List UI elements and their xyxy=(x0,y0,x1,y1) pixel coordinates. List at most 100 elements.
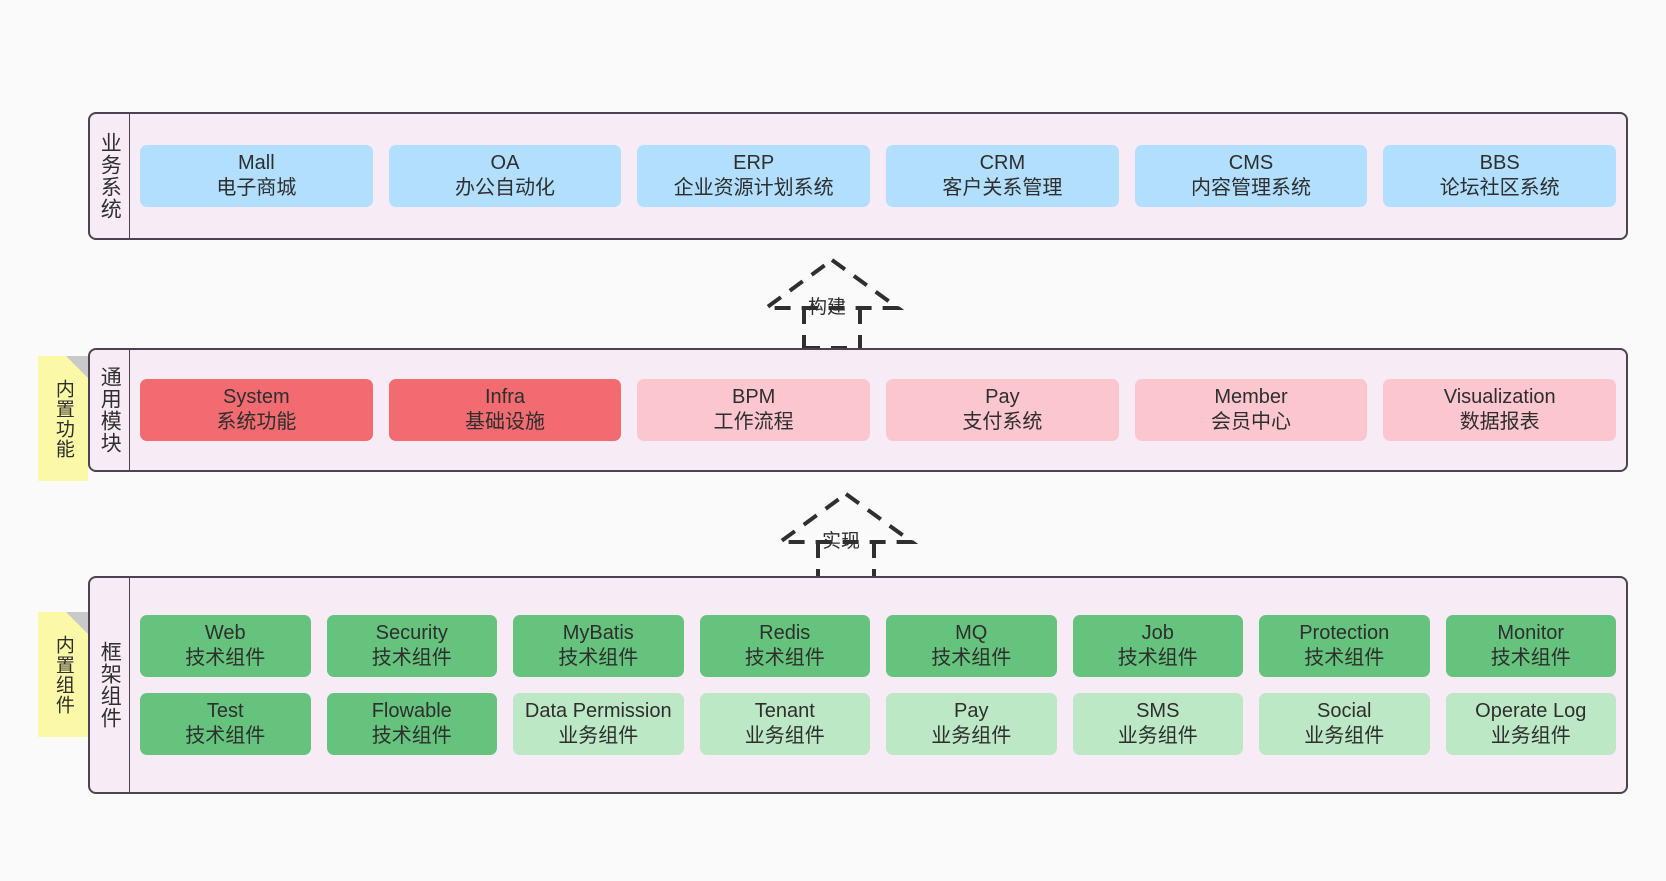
node-label-cn: 技术组件 xyxy=(931,647,1012,670)
node-pay-component[interactable]: Pay 业务组件 xyxy=(886,693,1057,755)
node-label-en: Pay xyxy=(985,386,1020,409)
layer-common-modules: 通用模块 System 系统功能 Infra 基础设施 BPM 工作流程 Pay… xyxy=(88,348,1628,472)
node-label-en: Infra xyxy=(484,386,526,409)
layer-row: System 系统功能 Infra 基础设施 BPM 工作流程 Pay 支付系统… xyxy=(140,379,1617,441)
node-operate-log[interactable]: Operate Log 业务组件 xyxy=(1445,693,1616,755)
layer-business-systems: 业务系统 Mall 电子商城 OA 办公自动化 ERP 企业资源计划系统 CRM… xyxy=(88,112,1628,240)
node-label-en: ERP xyxy=(733,152,775,175)
node-label-en: System xyxy=(222,386,290,409)
node-bpm[interactable]: BPM 工作流程 xyxy=(637,379,871,441)
connector-build-label: 构建 xyxy=(808,297,847,318)
node-visualization[interactable]: Visualization 数据报表 xyxy=(1383,379,1617,441)
layer-title-common-modules: 通用模块 xyxy=(90,350,130,470)
node-label-cn: 工作流程 xyxy=(713,411,794,433)
layer-body-framework-components: Web 技术组件 Security 技术组件 MyBatis 技术组件 Redi… xyxy=(130,578,1626,792)
node-label-cn: 客户关系管理 xyxy=(942,177,1063,199)
node-monitor[interactable]: Monitor 技术组件 xyxy=(1445,615,1616,677)
node-label-cn: 电子商城 xyxy=(216,177,297,199)
node-label-en: Pay xyxy=(954,700,989,722)
connector-build: 构建 xyxy=(752,256,912,350)
note-fold-icon xyxy=(66,356,88,378)
node-label-cn: 技术组件 xyxy=(371,647,452,670)
node-label-cn: 数据报表 xyxy=(1459,411,1540,433)
node-infra[interactable]: Infra 基础设施 xyxy=(388,379,622,441)
node-label-en: BPM xyxy=(732,386,776,409)
node-mq[interactable]: MQ 技术组件 xyxy=(886,615,1057,677)
sticky-note-label: 内置组件 xyxy=(52,634,74,715)
node-label-en: Data Permission xyxy=(524,700,672,722)
node-label-cn: 办公自动化 xyxy=(455,177,555,199)
node-mybatis[interactable]: MyBatis 技术组件 xyxy=(513,615,684,677)
node-social[interactable]: Social 业务组件 xyxy=(1259,693,1430,755)
node-label-en: CRM xyxy=(979,152,1026,175)
layer-title-framework-components: 框架组件 xyxy=(90,578,130,792)
node-bbs[interactable]: BBS 论坛社区系统 xyxy=(1383,145,1617,207)
node-label-cn: 业务组件 xyxy=(1117,724,1198,747)
node-flowable[interactable]: Flowable 技术组件 xyxy=(326,693,497,755)
node-label-en: Flowable xyxy=(371,700,452,722)
node-label-cn: 技术组件 xyxy=(185,724,266,747)
node-label-en: CMS xyxy=(1228,152,1274,175)
node-label-en: MQ xyxy=(955,622,988,645)
node-label-en: BBS xyxy=(1479,152,1520,175)
node-label-cn: 论坛社区系统 xyxy=(1439,177,1560,199)
connector-implement-label: 实现 xyxy=(822,531,861,552)
node-label-cn: 支付系统 xyxy=(962,411,1043,433)
node-cms[interactable]: CMS 内容管理系统 xyxy=(1134,145,1368,207)
node-label-cn: 技术组件 xyxy=(558,647,639,670)
layer-title-business-systems: 业务系统 xyxy=(90,114,130,238)
node-label-en: MyBatis xyxy=(562,622,634,645)
node-label-cn: 内容管理系统 xyxy=(1191,177,1312,199)
node-system[interactable]: System 系统功能 xyxy=(140,379,373,441)
layer-body-business-systems: Mall 电子商城 OA 办公自动化 ERP 企业资源计划系统 CRM 客户关系… xyxy=(130,114,1626,238)
node-label-en: Security xyxy=(375,622,448,645)
sticky-note-builtin-components: 内置组件 xyxy=(38,612,88,737)
sticky-note-builtin-functions: 内置功能 xyxy=(38,356,88,481)
sticky-note-label: 内置功能 xyxy=(52,378,74,459)
node-label-en: OA xyxy=(490,152,520,175)
node-test[interactable]: Test 技术组件 xyxy=(140,693,311,755)
node-sms[interactable]: SMS 业务组件 xyxy=(1072,693,1243,755)
node-label-en: Member xyxy=(1214,386,1288,409)
node-label-en: Test xyxy=(206,700,244,722)
node-label-en: Protection xyxy=(1299,622,1390,645)
node-erp[interactable]: ERP 企业资源计划系统 xyxy=(637,145,871,207)
layer-row: Test 技术组件 Flowable 技术组件 Data Permission … xyxy=(140,693,1616,755)
node-label-en: Mall xyxy=(238,152,275,175)
node-crm[interactable]: CRM 客户关系管理 xyxy=(886,145,1119,207)
node-label-cn: 技术组件 xyxy=(744,647,825,670)
node-label-cn: 系统功能 xyxy=(216,411,297,433)
node-label-en: Social xyxy=(1317,700,1372,722)
node-redis[interactable]: Redis 技术组件 xyxy=(699,615,870,677)
layer-body-common-modules: System 系统功能 Infra 基础设施 BPM 工作流程 Pay 支付系统… xyxy=(130,350,1626,470)
node-label-en: Operate Log xyxy=(1475,700,1587,722)
node-member[interactable]: Member 会员中心 xyxy=(1134,379,1368,441)
node-mall[interactable]: Mall 电子商城 xyxy=(140,145,373,207)
node-security[interactable]: Security 技术组件 xyxy=(326,615,497,677)
node-oa[interactable]: OA 办公自动化 xyxy=(388,145,622,207)
node-label-cn: 业务组件 xyxy=(1304,724,1385,747)
node-label-cn: 业务组件 xyxy=(558,724,639,747)
node-label-cn: 会员中心 xyxy=(1211,411,1292,433)
connector-implement: 实现 xyxy=(766,490,926,584)
node-web[interactable]: Web 技术组件 xyxy=(140,615,311,677)
node-label-cn: 业务组件 xyxy=(1490,724,1571,747)
node-protection[interactable]: Protection 技术组件 xyxy=(1259,615,1430,677)
node-label-cn: 技术组件 xyxy=(371,724,452,747)
node-label-cn: 企业资源计划系统 xyxy=(673,177,834,199)
node-pay[interactable]: Pay 支付系统 xyxy=(886,379,1119,441)
node-tenant[interactable]: Tenant 业务组件 xyxy=(699,693,870,755)
node-label-en: Job xyxy=(1141,622,1174,645)
node-label-en: Tenant xyxy=(754,700,815,722)
node-data-permission[interactable]: Data Permission 业务组件 xyxy=(513,693,684,755)
layer-row: Mall 电子商城 OA 办公自动化 ERP 企业资源计划系统 CRM 客户关系… xyxy=(140,145,1617,207)
node-label-en: Visualization xyxy=(1443,386,1556,409)
node-label-cn: 技术组件 xyxy=(185,647,266,670)
node-job[interactable]: Job 技术组件 xyxy=(1072,615,1243,677)
node-label-en: Web xyxy=(204,622,246,645)
node-label-cn: 技术组件 xyxy=(1117,647,1198,670)
node-label-en: SMS xyxy=(1136,700,1180,722)
layer-row: Web 技术组件 Security 技术组件 MyBatis 技术组件 Redi… xyxy=(140,615,1616,677)
node-label-en: Monitor xyxy=(1497,622,1565,645)
